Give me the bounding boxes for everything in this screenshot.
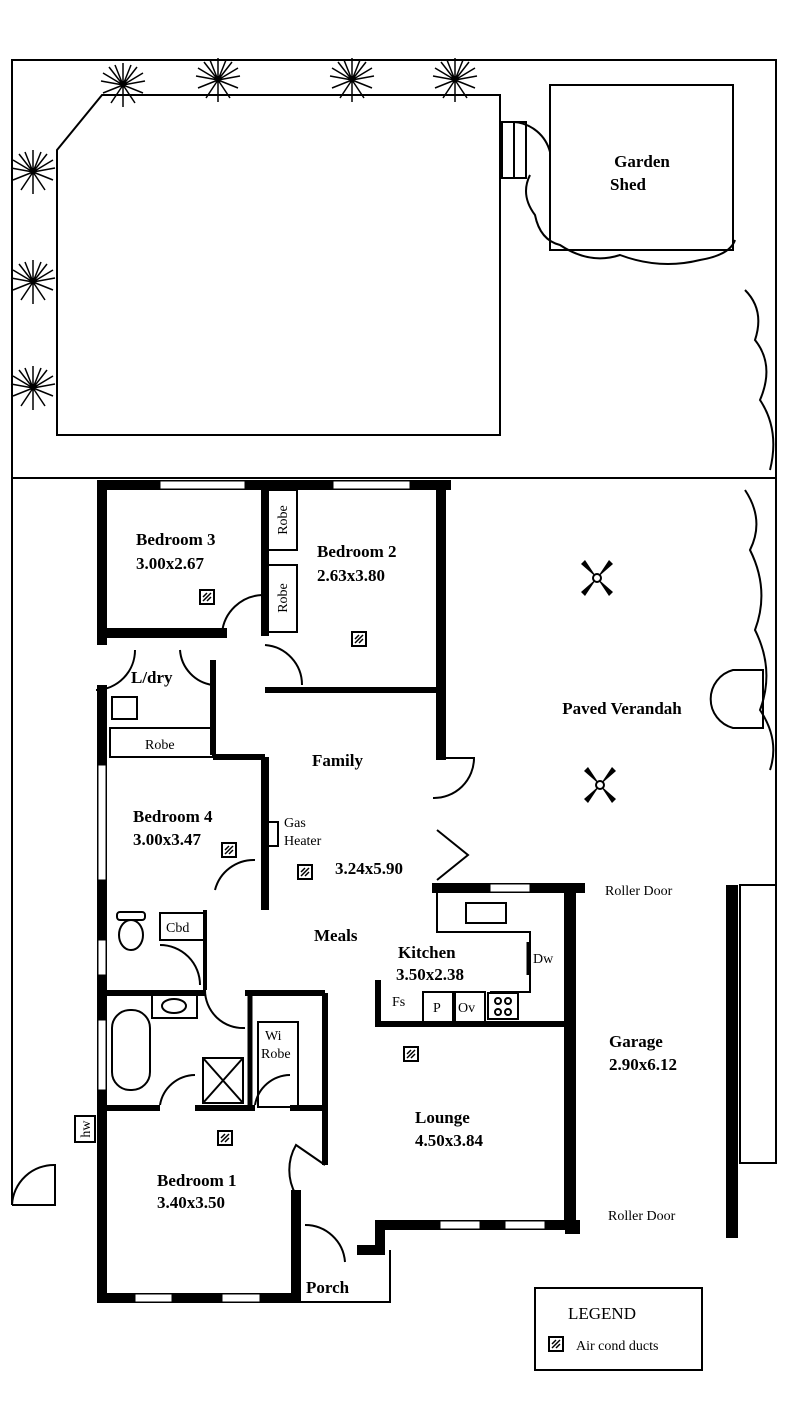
pantry-label: P bbox=[433, 1001, 441, 1016]
lawn-area bbox=[56, 94, 501, 436]
air-cond-duct-icon bbox=[403, 1046, 419, 1062]
palm-tree-icon bbox=[10, 149, 56, 195]
bedroom2-size: 2.63x3.80 bbox=[317, 566, 385, 585]
air-cond-duct-icon bbox=[199, 589, 215, 605]
hot-water-unit bbox=[74, 1115, 96, 1143]
bedroom4-label: Bedroom 4 bbox=[133, 807, 213, 826]
bath-icon bbox=[111, 1009, 151, 1091]
dishwasher-label: Dw bbox=[533, 952, 554, 967]
palm-tree-icon bbox=[100, 62, 146, 108]
robe-cupboard bbox=[109, 727, 214, 758]
porch-label: Porch bbox=[306, 1278, 350, 1297]
walls bbox=[97, 480, 738, 1303]
palm-tree-icon bbox=[10, 259, 56, 305]
roller-door-label: Roller Door bbox=[608, 1209, 676, 1224]
laundry-label: L/dry bbox=[131, 668, 173, 687]
legend: LEGEND Air cond ducts bbox=[534, 1287, 703, 1371]
garden-shed bbox=[549, 84, 734, 251]
garage-label: Garage bbox=[609, 1032, 663, 1051]
kitchen-label: Kitchen bbox=[398, 943, 456, 962]
palm-tree-icon bbox=[10, 365, 56, 411]
fixtures bbox=[74, 489, 531, 1143]
shed-label: Garden bbox=[614, 152, 670, 171]
shed-label: Shed bbox=[610, 175, 646, 194]
toilet-icon bbox=[118, 919, 144, 951]
laundry-tub-icon bbox=[111, 696, 138, 720]
robe-label: Robe bbox=[276, 505, 291, 535]
gas-heater-label: Gas bbox=[284, 816, 306, 831]
shower-icon bbox=[202, 1057, 244, 1104]
bedroom3-size: 3.00x2.67 bbox=[136, 554, 205, 573]
doors bbox=[95, 594, 764, 1263]
hedge-top bbox=[744, 289, 775, 471]
basin-icon bbox=[161, 998, 187, 1014]
cooktop-icon bbox=[487, 992, 519, 1020]
sink-icon bbox=[465, 902, 507, 924]
lounge-label: Lounge bbox=[415, 1108, 470, 1127]
cbd-label: Cbd bbox=[166, 921, 189, 936]
hot-water-label: hw bbox=[79, 1120, 94, 1138]
air-cond-duct-icon bbox=[548, 1336, 564, 1352]
gas-heater-label: Heater bbox=[284, 834, 322, 849]
oven-label: Ov bbox=[458, 1001, 475, 1016]
fridge-space-label: Fs bbox=[392, 995, 405, 1010]
kitchen-size: 3.50x2.38 bbox=[396, 965, 464, 984]
backyard bbox=[10, 57, 777, 771]
legend-item-label: Air cond ducts bbox=[576, 1339, 658, 1354]
lounge-size: 4.50x3.84 bbox=[415, 1131, 484, 1150]
roller-door-label: Roller Door bbox=[605, 884, 673, 899]
robe-cupboard bbox=[264, 489, 298, 551]
side-gate bbox=[11, 1163, 56, 1206]
robe-label: Robe bbox=[145, 738, 175, 753]
family-size: 3.24x5.90 bbox=[335, 859, 403, 878]
cupboard bbox=[159, 912, 206, 941]
hedge-right bbox=[744, 489, 775, 771]
gas-heater-icon bbox=[267, 821, 279, 847]
robe-cupboard bbox=[264, 564, 298, 633]
legend-title: LEGEND bbox=[568, 1304, 636, 1323]
robe-label: Robe bbox=[276, 583, 291, 613]
garage-size: 2.90x6.12 bbox=[609, 1055, 677, 1074]
wi-robe-label: Robe bbox=[261, 1047, 291, 1062]
air-cond-duct-icon bbox=[297, 864, 313, 880]
family-label: Family bbox=[312, 751, 363, 770]
air-cond-duct-icon bbox=[351, 631, 367, 647]
ceiling-fan-icon bbox=[583, 766, 617, 804]
meals-label: Meals bbox=[314, 926, 358, 945]
bedroom2-label: Bedroom 2 bbox=[317, 542, 397, 561]
bedroom1-label: Bedroom 1 bbox=[157, 1171, 237, 1190]
bedroom1-size: 3.40x3.50 bbox=[157, 1193, 225, 1212]
air-cond-duct-icon bbox=[217, 1130, 233, 1146]
shrubs bbox=[525, 174, 736, 265]
boundary bbox=[11, 478, 777, 1205]
verandah-label: Paved Verandah bbox=[562, 699, 682, 718]
bedroom4-size: 3.00x3.47 bbox=[133, 830, 202, 849]
air-cond-duct-icon bbox=[221, 842, 237, 858]
bedroom3-label: Bedroom 3 bbox=[136, 530, 216, 549]
wi-robe-label: Wi bbox=[265, 1029, 282, 1044]
ceiling-fan-icon bbox=[580, 559, 614, 597]
